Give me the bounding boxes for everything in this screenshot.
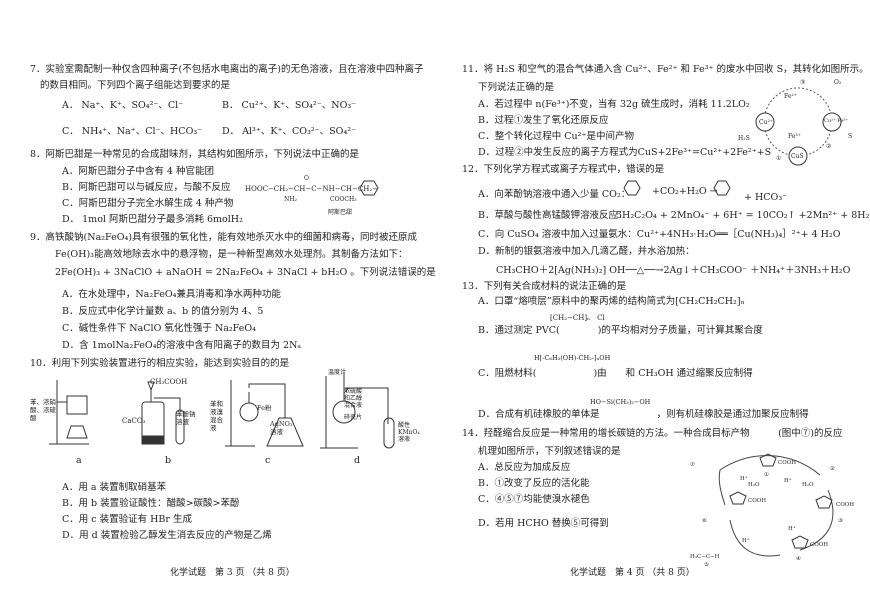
svg-text:⑦: ⑦	[690, 461, 695, 468]
svg-text:H⁺: H⁺	[740, 476, 748, 482]
svg-text:H⁺: H⁺	[784, 478, 792, 484]
svg-text:④: ④	[796, 555, 801, 562]
svg-text:COOH: COOH	[778, 460, 796, 466]
svg-text:COOH: COOH	[748, 498, 766, 504]
q8-option-c: C．阿斯巴甜分子完全水解生成 4 种产物	[62, 198, 234, 209]
q13-stem: 13．下列有关合成材料的说法正确的是	[462, 281, 627, 292]
q11-stem-2: 下列说法正确的是	[478, 82, 555, 93]
svg-text:③: ③	[838, 517, 843, 524]
q7-stem-2: 的数目相同。下列四个离子组能达到要求的是	[40, 80, 231, 91]
q14-option-c: C．④⑤⑦均能使溴水褪色	[478, 494, 590, 505]
benzene-ring-icon	[359, 180, 379, 196]
svg-text:①: ①	[776, 155, 781, 162]
q10-option-a: A．用 a 装置制取硝基苯	[62, 482, 167, 493]
q9-stem: 9．高铁酸钠(Na₂FeO₄)具有很强的氧化性，能有效地杀灭水中的细菌和病毒，同…	[30, 232, 418, 243]
svg-text:⑤: ⑤	[704, 561, 709, 568]
svg-text:S: S	[848, 133, 852, 140]
q12-option-c: C．向 CuSO₄ 溶液中加入过量氨水：Cu²⁺+4NH₃·H₂O══［Cu(N…	[478, 229, 841, 240]
q9-option-a: A．在水处理中，Na₂FeO₄兼具消毒和净水两种功能	[62, 289, 281, 300]
q9-option-c: C．碱性条件下 NaClO 氧化性强于 Na₂FeO₄	[62, 323, 256, 334]
svg-text:H⁺: H⁺	[788, 526, 796, 532]
q14-mechanism-diagram: COOH ① ② COOH ③ COOH ④ H₃C−C−H⑤ COOH ⑥ ⑦ H₂O…	[690, 453, 854, 568]
q12-option-d: D．新制的银氨溶液中加入几滴乙醛，并水浴加热：	[478, 246, 695, 257]
q14-stem: 14．羟醛缩合反应是一种常用的增长碳链的方法。一种合成目标产物 (图中⑦)的反应	[462, 428, 843, 439]
figure-label-b: b	[165, 455, 172, 466]
q13-option-a: A．口罩“熔喷层”原料中的聚丙烯的结构简式为[CH₂CH₂CH₂]ₙ	[478, 296, 745, 307]
q14-option-b: B．①改变了反应的活化能	[478, 478, 590, 489]
apparatus-a-icon	[49, 380, 89, 445]
q8-stem: 8．阿斯巴甜是一种常见的合成甜味剂，其结构如图所示，下列说法中正确的是	[30, 149, 360, 160]
q12-option-b: B．草酸与酸性高锰酸钾溶液反应：	[478, 210, 628, 221]
svg-text:COOH: COOH	[810, 542, 828, 548]
q8-option-d: D． 1mol 阿斯巴甜分子最多消耗 6molH₂	[62, 214, 243, 225]
q10-option-d: D．用 d 装置检验乙醇发生消去反应的产物是乙烯	[62, 530, 272, 541]
q7-option-a: A． Na⁺、K⁺、SO₄²⁻、Cl⁻	[62, 100, 184, 111]
q9-option-b: B．反应式中化学计量数 a、b 的值分别为 4、5	[62, 306, 264, 317]
q11-cycle-diagram: Cu²⁺ Cu²⁺ Fe³⁺ CuS O₂ Fe²⁺ Fe³⁺ H₂S S ① …	[738, 79, 852, 166]
q14-stem-2: 机理如图所示，下列叙述错误的是	[478, 446, 621, 457]
page-footer-3: 化学试题 第 3 页 （共 8 页）	[170, 568, 295, 578]
q11-option-a: A．若过程中 n(Fe³⁺)不变，当有 32g 硫生成时，消耗 11.2LO₂	[478, 99, 750, 110]
q12-option-a: A．向苯酚钠溶液中通入少量 CO₂：	[478, 189, 631, 200]
apparatus-d-icon	[320, 372, 395, 449]
q7-option-d: D． Al³⁺、K⁺、CO₃²⁻、SO₄²⁻	[222, 126, 357, 137]
svg-text:⑥: ⑥	[702, 517, 707, 524]
q10-option-b: B．用 b 装置验证酸性：醋酸>碳酸>苯酚	[62, 498, 240, 509]
apparatus-c-icon	[225, 380, 304, 447]
q14-option-d: D．若用 HCHO 替换⑤可得到	[478, 518, 647, 529]
q14-option-a: A．总反应为加成反应	[478, 462, 571, 473]
svg-text:H₂O: H₂O	[748, 482, 760, 488]
q11-option-b: B．过程①发生了氧化还原反应	[478, 115, 609, 126]
svg-text:Fe²⁺: Fe²⁺	[784, 93, 797, 100]
svg-text:H₂S: H₂S	[738, 135, 750, 142]
apparatus-b-icon	[141, 381, 185, 445]
svg-text:H₂O: H₂O	[802, 482, 814, 488]
phenol-ring-icon	[713, 180, 731, 196]
svg-text:Cu²⁺: Cu²⁺	[759, 119, 773, 126]
q13-option-d: D．合成有机硅橡胶的单体是 ，则有机硅橡胶是通过加聚反应制得	[478, 409, 809, 420]
q11-stem: 11．将 H₂S 和空气的混合气体通入含 Cu²⁺、Fe²⁺ 和 Fe³⁺ 的废…	[462, 64, 869, 75]
svg-text:CuS: CuS	[791, 153, 804, 160]
q8-option-b: B．阿斯巴甜可以与碱反应，与酸不反应	[62, 182, 231, 193]
q10-option-c: C．用 c 装置验证有 HBr 生成	[62, 514, 192, 525]
q7-stem: 7．实验室需配制一种仅含四种离子(不包括水电离出的离子)的无色溶液，且在溶液中四…	[30, 64, 424, 75]
svg-text:H⁺: H⁺	[742, 538, 750, 544]
q13-option-c: C．阻燃材料( )由 和 CH₃OH 通过缩聚反应制得	[478, 368, 753, 379]
svg-text:①: ①	[764, 471, 769, 478]
svg-text:H₃C−C−H: H₃C−C−H	[690, 554, 720, 560]
q8-option-a: A．阿斯巴甜分子中含有 4 种官能团	[62, 166, 214, 177]
q9-equation: 2Fe(OH)₃ + 3NaClO + aNaOH = 2Na₂FeO₄ + 3…	[55, 267, 436, 278]
svg-text:②: ②	[826, 143, 831, 150]
svg-text:COOH: COOH	[836, 502, 854, 508]
q12-d-equation: CH₃CHO＋2[Ag(NH₃)₂] OH──△──→2Ag↓＋CH₃COO⁻ …	[496, 265, 851, 276]
figure-label-d: d	[354, 455, 361, 466]
page-footer-4: 化学试题 第 4 页 （共 8 页）	[570, 568, 695, 578]
q12-stem: 12．下列化学方程式或离子方程式中，错误的是	[462, 164, 665, 175]
q10-stem: 10．利用下列实验装置进行的相应实验，能达到实验目的的是	[30, 358, 290, 369]
svg-text:Cu²⁺ Fe³⁺: Cu²⁺ Fe³⁺	[824, 118, 848, 124]
q9-stem-2: Fe(OH)₃能高效地除去水中的悬浮物，是一种新型高效水处理剂。其制备方法如下：	[55, 249, 408, 260]
q11-option-c: C．整个转化过程中 Cu²⁺是中间产物	[478, 131, 634, 142]
svg-text:③: ③	[800, 79, 805, 86]
svg-text:Fe³⁺: Fe³⁺	[788, 133, 801, 140]
svg-text:O₂: O₂	[834, 79, 842, 86]
q13-option-b: B．通过测定 PVC( )的平均相对分子质量，可计算其聚合度	[478, 325, 763, 336]
figure-label-c: c	[265, 455, 271, 466]
q7-option-b: B． Cu²⁺、K⁺、SO₄²⁻、NO₃⁻	[222, 100, 357, 111]
q9-option-d: D．含 1molNa₂FeO₄的溶液中含有阳离子的数目为 2Nₐ	[62, 340, 302, 351]
q11-option-d: D．过程②中发生反应的离子方程式为CuS+2Fe³⁺=Cu²⁺+2Fe²⁺+S	[478, 147, 772, 158]
figure-label-a: a	[76, 455, 82, 466]
q7-option-c: C． NH₄⁺、Na⁺、Cl⁻、HCO₃⁻	[62, 126, 203, 137]
svg-text:②: ②	[830, 465, 835, 472]
phenoxide-ring-icon	[623, 180, 641, 196]
